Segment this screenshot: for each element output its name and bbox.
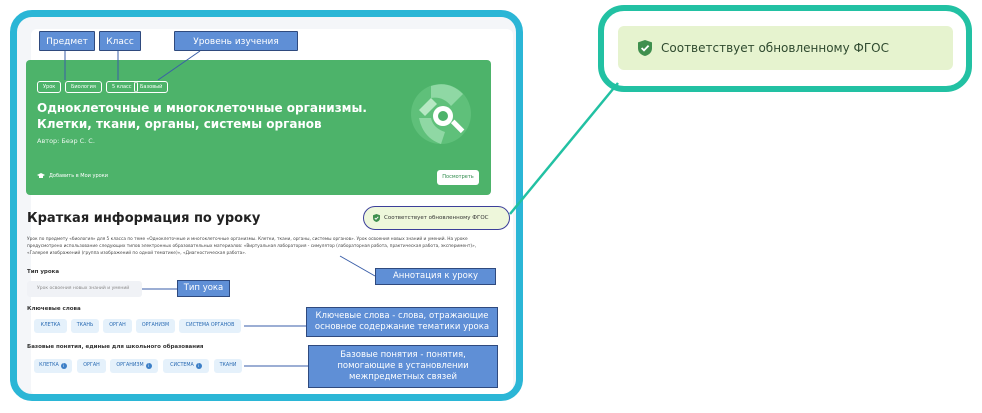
keyword-chip[interactable]: ОРГАН bbox=[103, 319, 132, 333]
concept-chip-label: СИСТЕМА bbox=[170, 363, 194, 368]
annotation-subject: Предмет bbox=[39, 31, 95, 51]
concept-chip-label: ОРГАНИЗМ bbox=[116, 363, 144, 368]
annotation-class: Класс bbox=[99, 31, 141, 51]
annotation-level: Уровень изучения bbox=[174, 31, 298, 51]
annotation-lesson-type: Тип уока bbox=[177, 280, 230, 297]
chip-class: 5 класс bbox=[106, 81, 138, 93]
connector-fgos-zoom bbox=[509, 82, 619, 215]
chip-type: Урок bbox=[37, 81, 62, 93]
chip-subject: Биология bbox=[65, 81, 102, 93]
lesson-type-value: Урок освоения новых знаний и умений bbox=[27, 281, 142, 297]
lesson-hero: Урок Биология 5 класс Базовый Одноклеточ… bbox=[26, 60, 491, 195]
fgos-zoom-frame: Соответствует обновленному ФГОС bbox=[598, 5, 972, 92]
keywords-label: Ключевые слова bbox=[27, 306, 81, 312]
concepts-label: Базовые понятия, единые для школьного об… bbox=[27, 344, 204, 350]
info-icon: i bbox=[60, 363, 67, 369]
annotation-summary: Аннотация к уроку bbox=[375, 268, 496, 285]
concept-chip[interactable]: ТКАНИ bbox=[214, 359, 242, 373]
concept-chip[interactable]: СИСТЕМА i bbox=[163, 359, 209, 373]
microscope-icon bbox=[411, 84, 471, 144]
concept-chip[interactable]: КЛЕТКА i bbox=[34, 359, 72, 373]
shield-check-icon bbox=[638, 40, 652, 56]
info-icon: i bbox=[145, 363, 152, 369]
concept-chip-label: КЛЕТКА bbox=[39, 363, 59, 368]
concept-chip-label: ТКАНИ bbox=[219, 363, 237, 368]
info-icon: i bbox=[195, 363, 202, 369]
chip-level: Базовый bbox=[134, 81, 169, 93]
lesson-title: Одноклеточные и многоклеточные организмы… bbox=[37, 101, 367, 131]
fgos-badge-zoomed-label: Соответствует обновленному ФГОС bbox=[661, 41, 889, 55]
fgos-badge-label: Соответствует обновленному ФГОС bbox=[384, 215, 489, 221]
add-to-my-lessons[interactable]: Добавить в Мои уроки bbox=[37, 173, 108, 179]
add-label: Добавить в Мои уроки bbox=[49, 173, 108, 179]
annotation-concepts: Базовые понятия - понятия, помогающие в … bbox=[308, 345, 498, 388]
concept-chip[interactable]: ОРГАН bbox=[77, 359, 106, 373]
concept-chip-label: ОРГАН bbox=[83, 363, 100, 368]
lesson-type-label: Тип урока bbox=[27, 269, 60, 275]
graduation-cap-icon bbox=[37, 173, 45, 178]
keyword-chip[interactable]: СИСТЕМА ОРГАНОВ bbox=[179, 319, 241, 333]
fgos-badge-zoomed: Соответствует обновленному ФГОС bbox=[618, 26, 953, 70]
keyword-chip[interactable]: ОРГАНИЗМ bbox=[136, 319, 175, 333]
keyword-chip[interactable]: КЛЕТКА bbox=[34, 319, 67, 333]
concept-chip[interactable]: ОРГАНИЗМ i bbox=[110, 359, 158, 373]
fgos-badge: Соответствует обновленному ФГОС bbox=[363, 206, 510, 230]
shield-check-icon bbox=[373, 214, 380, 222]
annotation-keywords: Ключевые слова - слова, отражающие основ… bbox=[306, 307, 498, 337]
lesson-annotation: Урок по предмету «биология» для 5 класса… bbox=[27, 237, 477, 256]
view-button[interactable]: Посмотреть bbox=[437, 170, 479, 185]
lesson-author: Автор: Беэр С. С. bbox=[37, 137, 95, 145]
keyword-chip[interactable]: ТКАНЬ bbox=[71, 319, 99, 333]
section-title: Краткая информация по уроку bbox=[27, 211, 261, 226]
